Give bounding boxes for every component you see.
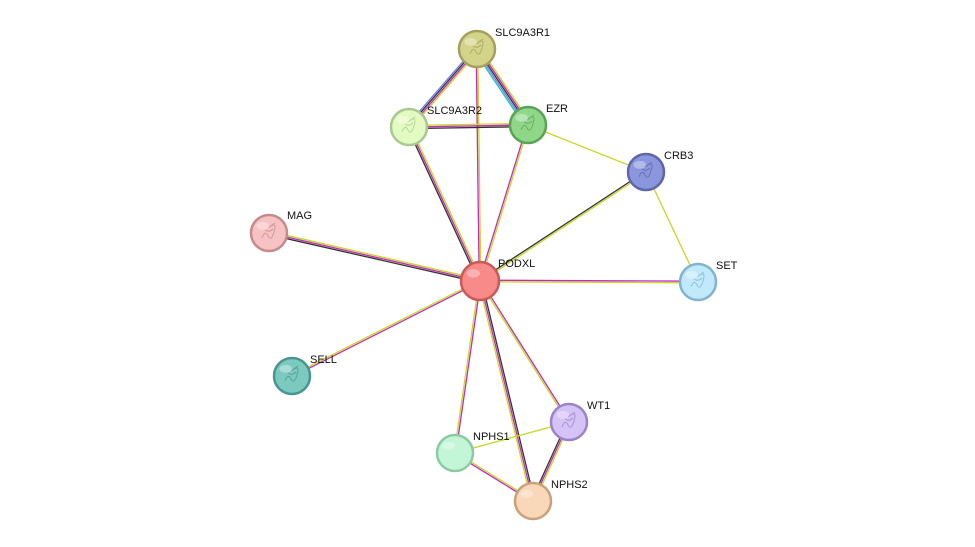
- protein-structure-icon: [520, 114, 535, 131]
- node-podxl[interactable]: PODXL: [459, 258, 535, 302]
- edge-ezr-podxl[interactable]: [478, 124, 530, 282]
- node-circle[interactable]: [459, 260, 501, 302]
- edge-crb3-set[interactable]: [645, 171, 699, 283]
- node-label-slc9a3r2: SLC9A3R2: [427, 105, 482, 117]
- node-slc9a3r1[interactable]: SLC9A3R1: [457, 27, 550, 69]
- edge-evidence-line: [477, 281, 533, 502]
- edge-sell-podxl[interactable]: [291, 279, 481, 378]
- node-sell[interactable]: SELL: [272, 354, 337, 396]
- edge-evidence-line: [527, 124, 647, 173]
- edge-evidence-line: [268, 232, 481, 282]
- protein-structure-icon: [284, 365, 299, 382]
- edge-evidence-line: [269, 230, 481, 281]
- node-circle[interactable]: [549, 402, 589, 442]
- edge-evidence-line: [480, 172, 647, 283]
- protein-structure-icon: [690, 271, 705, 288]
- edge-evidence-line: [480, 279, 699, 282]
- node-crb3[interactable]: CRB3: [626, 150, 693, 192]
- edge-ezr-crb3[interactable]: [527, 124, 647, 173]
- edge-nphs1-wt1[interactable]: [454, 421, 570, 454]
- node-label-wt1: WT1: [587, 400, 610, 412]
- node-highlight: [556, 410, 569, 419]
- edge-slc9a3r1-podxl[interactable]: [475, 48, 482, 282]
- edge-evidence-line: [454, 421, 570, 454]
- node-label-mag: MAG: [287, 210, 312, 222]
- node-circle[interactable]: [272, 356, 312, 396]
- node-circle[interactable]: [508, 105, 548, 145]
- protein-structure-icon: [261, 222, 276, 239]
- node-circle[interactable]: [249, 213, 289, 253]
- edge-crb3-podxl[interactable]: [479, 170, 647, 283]
- node-label-nphs2: NPHS2: [551, 479, 588, 491]
- edge-evidence-line: [479, 170, 646, 281]
- edge-evidence-line: [409, 125, 529, 130]
- node-highlight: [442, 441, 456, 450]
- node-slc9a3r2[interactable]: SLC9A3R2: [389, 105, 482, 147]
- node-highlight: [520, 489, 533, 498]
- node-highlight: [466, 269, 480, 278]
- node-label-set: SET: [716, 260, 738, 272]
- edge-evidence-line: [455, 281, 482, 454]
- edge-evidence-line: [268, 233, 480, 284]
- node-highlight: [685, 270, 698, 279]
- edge-evidence-line: [408, 122, 528, 127]
- node-wt1[interactable]: WT1: [549, 400, 610, 442]
- node-circle[interactable]: [513, 481, 553, 521]
- edge-evidence-line: [408, 124, 529, 128]
- edge-evidence-line: [480, 125, 530, 282]
- node-set[interactable]: SET: [678, 260, 738, 302]
- edge-evidence-line: [475, 49, 480, 282]
- node-circle[interactable]: [626, 152, 666, 192]
- node-label-podxl: PODXL: [498, 258, 535, 270]
- edge-evidence-line: [409, 126, 483, 281]
- node-label-slc9a3r1: SLC9A3R1: [495, 27, 550, 39]
- node-label-nphs1: NPHS1: [473, 431, 510, 443]
- edge-evidence-line: [478, 281, 569, 423]
- node-label-sell: SELL: [310, 354, 337, 366]
- node-nphs2[interactable]: NPHS2: [513, 479, 588, 521]
- protein-structure-icon: [638, 161, 653, 178]
- edge-mag-podxl[interactable]: [268, 230, 481, 284]
- edge-evidence-line: [480, 280, 571, 422]
- edge-wt1-podxl[interactable]: [478, 280, 571, 423]
- protein-structure-icon: [469, 38, 484, 55]
- edge-evidence-line: [479, 280, 534, 502]
- edge-evidence-line: [645, 171, 699, 283]
- node-circle[interactable]: [435, 433, 475, 473]
- edge-evidence-line: [480, 280, 536, 501]
- edge-evidence-line: [453, 280, 480, 453]
- edge-evidence-line: [479, 281, 698, 284]
- edge-evidence-line: [292, 281, 481, 378]
- node-highlight: [279, 364, 293, 373]
- node-highlight: [633, 160, 646, 169]
- node-label-ezr: EZR: [546, 103, 568, 115]
- node-highlight: [515, 113, 528, 122]
- protein-structure-icon: [561, 411, 576, 428]
- node-highlight: [464, 37, 478, 46]
- node-label-crb3: CRB3: [664, 150, 693, 162]
- edge-evidence-line: [478, 124, 528, 281]
- edge-slc9a3r2-ezr[interactable]: [408, 122, 529, 130]
- edge-nphs1-podxl[interactable]: [453, 280, 482, 454]
- edge-evidence-line: [477, 48, 482, 281]
- node-circle[interactable]: [457, 29, 497, 69]
- node-nphs1[interactable]: NPHS1: [435, 431, 510, 473]
- node-ezr[interactable]: EZR: [508, 103, 568, 145]
- edge-evidence-line: [408, 126, 481, 282]
- edge-nphs2-podxl[interactable]: [477, 280, 536, 502]
- node-highlight: [396, 115, 410, 124]
- node-highlight: [256, 221, 270, 230]
- node-mag[interactable]: MAG: [249, 210, 312, 253]
- edge-set-podxl[interactable]: [479, 279, 699, 284]
- edge-evidence-line: [291, 279, 480, 376]
- node-circle[interactable]: [389, 107, 429, 147]
- edge-slc9a3r2-podxl[interactable]: [406, 126, 483, 282]
- protein-structure-icon: [401, 116, 416, 133]
- node-circle[interactable]: [678, 262, 718, 302]
- edge-evidence-line: [406, 127, 480, 282]
